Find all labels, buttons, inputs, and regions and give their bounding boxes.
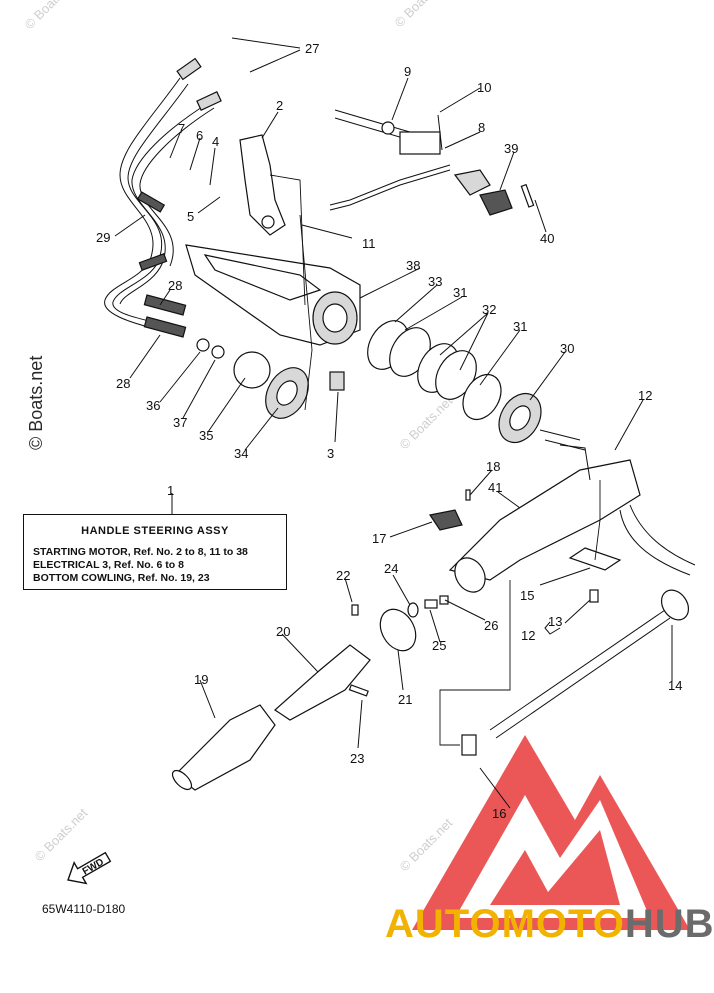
callout: 10 bbox=[477, 80, 491, 95]
callout: 39 bbox=[504, 141, 518, 156]
callout: 23 bbox=[350, 751, 364, 766]
callout: 8 bbox=[478, 120, 485, 135]
callout: 26 bbox=[484, 618, 498, 633]
leader-lines bbox=[114, 37, 673, 809]
callout: 22 bbox=[336, 568, 350, 583]
brand-logo bbox=[412, 735, 690, 930]
reference-box: HANDLE STEERING ASSY STARTING MOTOR, Ref… bbox=[23, 514, 287, 590]
callout: 27 bbox=[305, 41, 319, 56]
callout: 38 bbox=[406, 258, 420, 273]
watermark-left: © Boats.net bbox=[26, 356, 46, 450]
callout: 31 bbox=[453, 285, 467, 300]
callout: 5 bbox=[187, 209, 194, 224]
linkage bbox=[329, 109, 535, 216]
callout: 3 bbox=[327, 446, 334, 461]
callout: 4 bbox=[212, 134, 219, 149]
watermark: © Boats.net bbox=[22, 0, 81, 32]
brand-part2: HUB bbox=[624, 902, 714, 946]
callout-labels: 1 2 3 4 5 6 7 8 9 10 11 12 12 13 14 15 1… bbox=[96, 41, 682, 821]
callout: 7 bbox=[178, 121, 185, 136]
handle-housing bbox=[185, 244, 361, 346]
washers bbox=[196, 320, 542, 444]
watermark: © Boats.net bbox=[397, 393, 456, 452]
callout: 32 bbox=[482, 302, 496, 317]
fwd-label: FWD bbox=[81, 857, 106, 878]
callout: 40 bbox=[540, 231, 554, 246]
reference-line: BOTTOM COWLING, Ref. No. 19, 23 bbox=[33, 572, 210, 584]
watermark: © Boats.net bbox=[32, 805, 91, 864]
callout: 14 bbox=[668, 678, 682, 693]
callout: 21 bbox=[398, 692, 412, 707]
callout: 18 bbox=[486, 459, 500, 474]
brand-wordmark: AUTOMOTOHUB bbox=[385, 904, 714, 944]
fwd-arrow: FWD bbox=[67, 851, 112, 885]
callout: 33 bbox=[428, 274, 442, 289]
callout: 34 bbox=[234, 446, 248, 461]
callout: 19 bbox=[194, 672, 208, 687]
callout: 12 bbox=[521, 628, 535, 643]
callout: 28 bbox=[168, 278, 182, 293]
callout: 35 bbox=[199, 428, 213, 443]
lever bbox=[239, 134, 286, 236]
callout: 6 bbox=[196, 128, 203, 143]
callout: 28 bbox=[116, 376, 130, 391]
callout: 15 bbox=[520, 588, 534, 603]
callout: 31 bbox=[513, 319, 527, 334]
callout: 13 bbox=[548, 614, 562, 629]
callout: 20 bbox=[276, 624, 290, 639]
callout: 37 bbox=[173, 415, 187, 430]
callout: 17 bbox=[372, 531, 386, 546]
reference-box-title: HANDLE STEERING ASSY bbox=[81, 525, 229, 537]
cables bbox=[104, 57, 222, 338]
callout: 9 bbox=[404, 64, 411, 79]
callout: 16 bbox=[492, 806, 506, 821]
steering-bracket bbox=[448, 429, 696, 593]
callout: 12 bbox=[638, 388, 652, 403]
brand-part1: AUTOMOTO bbox=[385, 902, 625, 946]
callout: 29 bbox=[96, 230, 110, 245]
shaft bbox=[461, 589, 690, 756]
callout: 11 bbox=[362, 236, 376, 251]
callout: 41 bbox=[488, 480, 502, 495]
reference-lines bbox=[269, 174, 601, 746]
throttle-grip bbox=[171, 608, 417, 791]
watermark: © Boats.net bbox=[392, 0, 451, 30]
callout: 1 bbox=[167, 483, 174, 498]
callout: 24 bbox=[384, 561, 398, 576]
callout: 2 bbox=[276, 98, 283, 113]
diagram-code: 65W4110-D180 bbox=[42, 902, 126, 916]
watermark: © Boats.net bbox=[397, 815, 456, 874]
callout: 36 bbox=[146, 398, 160, 413]
reference-line: STARTING MOTOR, Ref. No. 2 to 8, 11 to 3… bbox=[33, 546, 248, 558]
callout: 30 bbox=[560, 341, 574, 356]
callout: 25 bbox=[432, 638, 446, 653]
reference-line: ELECTRICAL 3, Ref. No. 6 to 8 bbox=[33, 559, 184, 571]
